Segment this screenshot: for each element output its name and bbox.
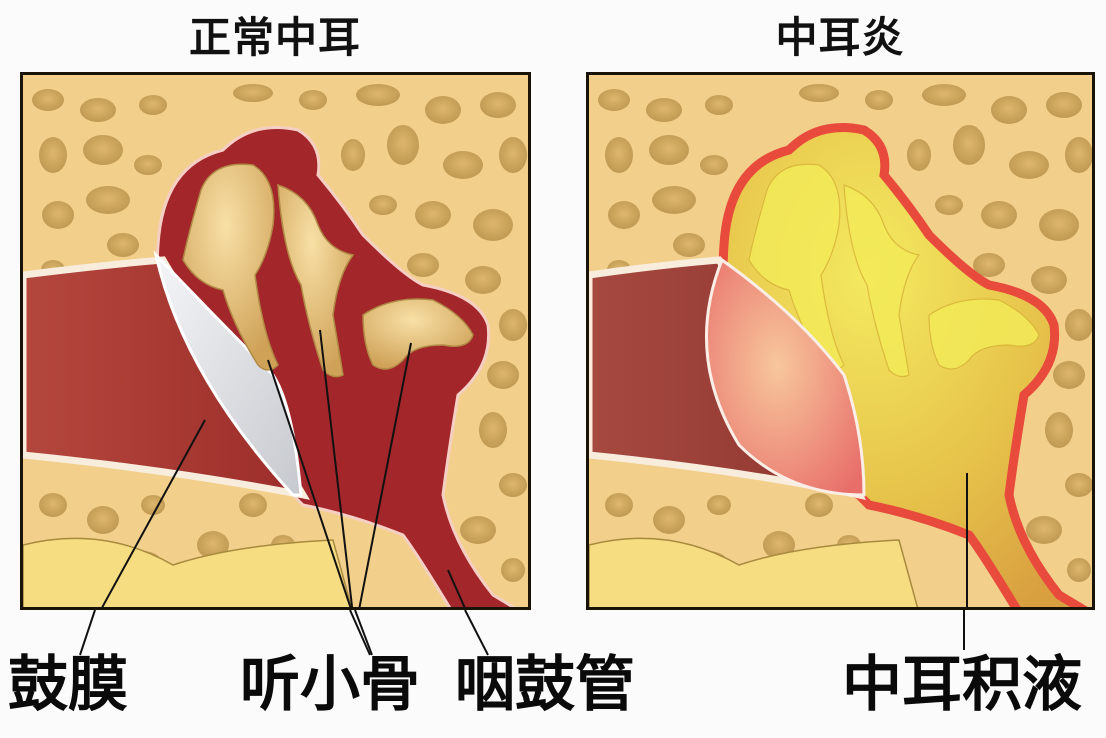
ossicles-shape [182,163,474,378]
otitis-media-title: 中耳炎 [775,13,905,62]
otitis-media-illustration [589,75,1092,607]
normal-middle-ear-panel [20,72,531,610]
middle-ear-effusion-label: 中耳积液 [842,650,1082,720]
otitis-media-panel [586,72,1095,610]
normal-middle-ear-title: 正常中耳 [188,13,361,62]
eardrum-label: 鼓膜 [8,650,128,720]
normal-ear-illustration [23,75,528,607]
ossicles-shape [748,163,1040,378]
leader-lines [101,329,466,607]
ossicles-label: 听小骨 [240,650,420,720]
eustachian-tube-label: 咽鼓管 [455,650,635,720]
